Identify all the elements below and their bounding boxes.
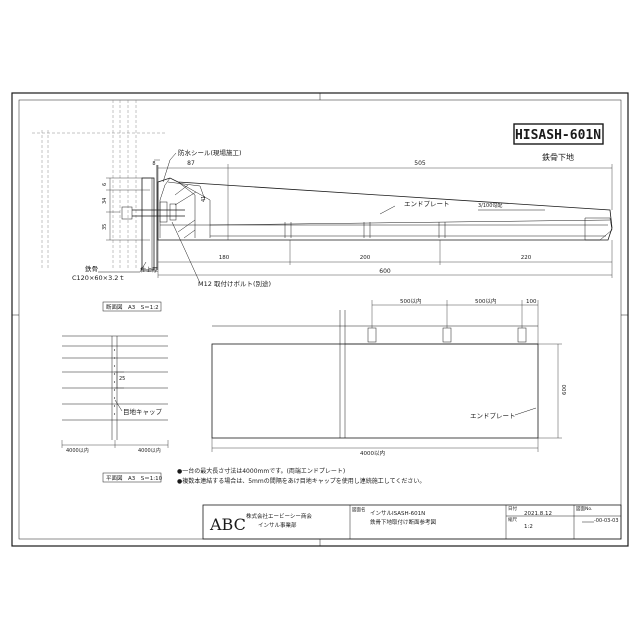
label-endplate-elevation: エンドプレート: [470, 412, 516, 420]
elev-dim-top-3: 100: [526, 299, 537, 305]
dwg-no-label: 図面No.: [576, 506, 592, 512]
title-block: [202, 504, 622, 540]
wall-hatch: [41, 100, 137, 270]
dim-87: 87: [187, 160, 195, 167]
elev-dim-height: 600: [562, 384, 568, 395]
plan-dim-left: 4000以内: [66, 447, 89, 454]
dim-8: 8: [152, 161, 155, 167]
caption-section: 断面図 A3 S＝1:2: [106, 303, 159, 311]
plan-dim-right: 4000以内: [138, 447, 161, 454]
label-bolt: M12 取付けボルト(別途): [198, 279, 271, 288]
company-logo: ABC: [209, 515, 246, 534]
dim-220: 220: [521, 255, 532, 261]
plan-dim-25: 25: [119, 376, 125, 382]
label-joint-cap: 目地キャップ: [123, 407, 163, 416]
caption-section-box: [102, 301, 162, 312]
dim-200: 200: [360, 255, 371, 261]
elev-dim-bottom: 4000以内: [360, 449, 385, 457]
date-label: 日付: [508, 505, 517, 512]
section-dims-bottom: [157, 240, 613, 278]
elev-dim-top-2: 500以内: [475, 297, 497, 305]
label-waterproof-seal: 防水シール(現場施工): [178, 148, 242, 157]
label-steel-size: C120×60×3.2ｔ: [72, 274, 125, 282]
note-2: ●複数本連結する場合は、5mmの間隔をあけ目地キャップを使用し連続施工してくださ…: [177, 477, 425, 485]
elev-dim-top-1: 500以内: [400, 297, 422, 305]
label-slope: 3/100勾配: [478, 202, 502, 209]
corner-marks: [12, 93, 628, 546]
company-division: インサル事業部: [258, 521, 297, 529]
label-endplate-section: エンドプレート: [404, 200, 450, 208]
dim-35: 35: [102, 224, 108, 230]
dim-6: 6: [102, 183, 108, 186]
canopy-profile: [157, 177, 613, 241]
bolt: [121, 201, 185, 223]
drawing-name-label: 図面名: [352, 506, 366, 513]
company-name: 株式会社エービーシー商会: [246, 512, 312, 520]
note-1: ●一台の最大長さ寸法は4000mmです。(両端エンドプレート): [177, 467, 345, 475]
dim-600: 600: [379, 268, 391, 275]
title-code: HISASH-601N: [515, 128, 601, 143]
scale-label: 縮尺: [508, 516, 517, 523]
label-steel: 鉄骨: [85, 264, 98, 273]
logo-mark: ABC: [209, 515, 246, 534]
section-dims-left: [106, 177, 150, 241]
drawing-name-1: インサルISASH-601N: [370, 510, 425, 517]
label-finish-thickness: 仕上厚: [140, 266, 158, 274]
dim-180: 180: [219, 255, 230, 261]
dim-41: 41: [201, 196, 207, 202]
section-dims-top: [154, 159, 613, 240]
caption-plan: 平面図 A3 S＝1:10: [106, 475, 163, 482]
dim-505: 505: [414, 160, 426, 167]
section-view: 87 505 8 6 34 35 41 180 200 220 600: [32, 100, 613, 288]
scale-value: 1:2: [524, 524, 533, 530]
dim-34: 34: [102, 198, 108, 204]
title-subtitle: 鉄骨下地: [542, 152, 574, 162]
drawing-name-2: 鉄骨下地取付け断面参考図: [370, 518, 437, 526]
dwg-no-value: -00-03-03: [594, 518, 619, 524]
caption-plan-box: [102, 472, 162, 483]
title-code-box: [513, 123, 604, 145]
date-value: 2021.8.12: [524, 511, 552, 517]
elevation-view: [211, 300, 562, 452]
plan-view: [61, 335, 169, 448]
